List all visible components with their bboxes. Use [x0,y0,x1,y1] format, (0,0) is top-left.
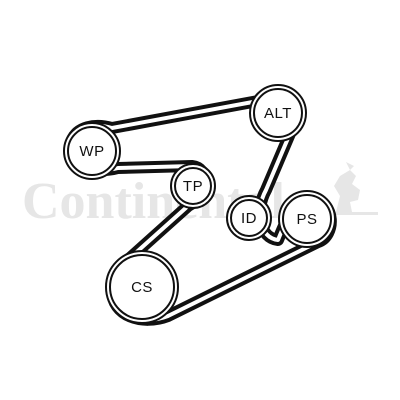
pulley-id-face [233,202,265,234]
pulley-alt-face [256,91,300,135]
pulley-cs-label: CS [131,279,153,296]
pulley-cs-groove [107,252,177,322]
pulley-cs-face [112,257,172,317]
pulley-tp-face [177,170,209,202]
pulley-id-label: ID [241,210,257,227]
pulley-wp-label: WP [79,143,104,160]
pulley-ps-groove [280,192,334,246]
pulley-alt: ALT [249,84,307,142]
pulley-wp-groove [65,124,119,178]
pulley-id: ID [226,195,272,241]
pulley-tp-label: TP [183,178,203,195]
pulley-wp-face [70,129,114,173]
pulleys: ALT WP TP ID PS CS [63,84,336,324]
pulley-alt-groove [251,86,305,140]
pulley-alt-label: ALT [264,105,292,122]
pulley-tp-groove [172,165,214,207]
pulley-id-groove [228,197,270,239]
pulley-ps-face [285,197,329,241]
pulley-tp: TP [170,163,216,209]
rearing-horse-icon [324,162,378,215]
pulley-ps: PS [278,190,336,248]
pulley-ps-label: PS [296,211,317,228]
pulley-cs: CS [105,250,179,324]
pulley-wp: WP [63,122,121,180]
